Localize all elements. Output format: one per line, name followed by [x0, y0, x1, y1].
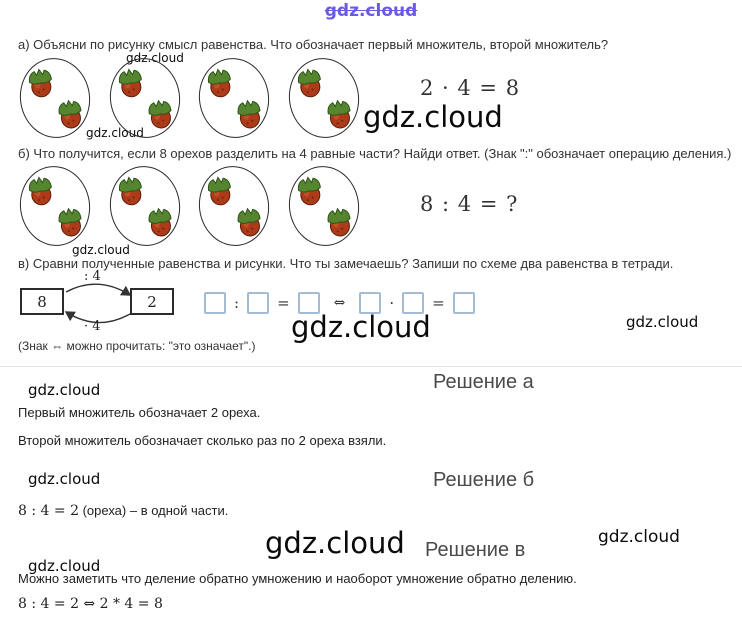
- nut-icon: [323, 97, 355, 131]
- diagram-arrows: [64, 283, 132, 324]
- nut-group: [283, 53, 365, 143]
- equation-a: 2 · 4 = 8: [420, 76, 521, 100]
- schema-empty-box: [452, 292, 475, 314]
- schema-empty-box: [359, 292, 382, 314]
- task-b-text: б) Что получится, если 8 орехов разделит…: [18, 146, 732, 161]
- nut-group: [14, 161, 96, 251]
- nut-icon: [294, 174, 326, 208]
- solution-v-line: Можно заметить что деление обратно умнож…: [18, 571, 577, 586]
- diagram-box-right: 2: [130, 288, 174, 315]
- schema-empty-box: [247, 292, 270, 314]
- solution-b-rest: (ореха) – в одной части.: [78, 503, 229, 518]
- watermark: gdz.cloud: [291, 310, 431, 344]
- solution-a-title: Решение а: [433, 371, 534, 393]
- task-v-text: в) Сравни полученные равенства и рисунки…: [18, 256, 674, 271]
- diagram-multiply-label: · 4: [84, 319, 101, 334]
- nut-group: [193, 161, 275, 251]
- nut-icon: [25, 174, 57, 208]
- watermark: gdz.cloud: [626, 313, 699, 331]
- equation-schema: : = ⇔ · =: [204, 292, 475, 314]
- solution-v-formula: 8 : 4 = 2 ⇔ 2 * 4 = 8: [18, 596, 163, 612]
- section-divider: [0, 366, 742, 367]
- nut-group: [104, 53, 186, 143]
- watermark: gdz.cloud: [28, 557, 101, 575]
- nut-icon: [233, 205, 265, 239]
- iff-note: (Знак ⇔ можно прочитать: "это означает".…: [18, 339, 256, 353]
- nut-icon: [54, 205, 86, 239]
- nut-icon: [25, 66, 57, 100]
- schema-empty-box: [297, 292, 320, 314]
- solution-a-line: Второй множитель обозначает сколько раз …: [18, 433, 387, 448]
- watermark: gdz.cloud: [363, 100, 503, 134]
- schema-empty-box: [402, 292, 425, 314]
- nut-icon: [323, 205, 355, 239]
- watermark: gdz.cloud: [126, 51, 184, 65]
- watermark: gdz.cloud: [598, 527, 680, 547]
- solution-b-line: 8 : 4 = 2 (ореха) – в одной части.: [18, 503, 228, 519]
- nut-icon: [54, 97, 86, 131]
- solution-a-line: Первый множитель обозначает 2 ореха.: [18, 405, 261, 420]
- schema-empty-box: [204, 292, 226, 314]
- site-logo-watermark: gdz.cloud: [324, 1, 418, 21]
- nut-icon: [204, 66, 236, 100]
- nut-group: [283, 161, 365, 251]
- watermark: gdz.cloud: [28, 470, 101, 488]
- nut-icon: [115, 174, 147, 208]
- schema-divide-sign: :: [234, 294, 240, 312]
- nut-icon: [144, 97, 176, 131]
- nut-icon: [115, 66, 147, 100]
- schema-iff-sign: ⇔: [333, 295, 346, 311]
- nut-group: [14, 53, 96, 143]
- watermark: gdz.cloud: [28, 381, 101, 399]
- schema-equals-sign: =: [277, 294, 290, 312]
- nut-group: [104, 161, 186, 251]
- division-multiplication-diagram: 8 2 : 4 · 4: [18, 269, 178, 336]
- diagram-divide-label: : 4: [84, 269, 101, 284]
- nut-icon: [204, 174, 236, 208]
- schema-multiply-sign: ·: [389, 294, 395, 312]
- diagram-box-left: 8: [20, 288, 64, 315]
- watermark: gdz.cloud: [265, 526, 405, 560]
- solution-b-title: Решение б: [433, 469, 535, 491]
- nut-icon: [294, 66, 326, 100]
- solution-v-title: Решение в: [425, 539, 526, 561]
- equation-b: 8 : 4 = ?: [420, 192, 519, 216]
- nut-icon: [144, 205, 176, 239]
- schema-equals-sign: =: [432, 294, 445, 312]
- solution-v-formula-line: 8 : 4 = 2 ⇔ 2 * 4 = 8: [18, 596, 163, 612]
- watermark: gdz.cloud: [72, 243, 130, 257]
- nut-icon: [233, 97, 265, 131]
- nut-group: [193, 53, 275, 143]
- watermark: gdz.cloud: [86, 126, 144, 140]
- task-a-text: а) Объясни по рисунку смысл равенства. Ч…: [18, 37, 609, 52]
- solution-b-formula: 8 : 4 = 2: [18, 503, 79, 519]
